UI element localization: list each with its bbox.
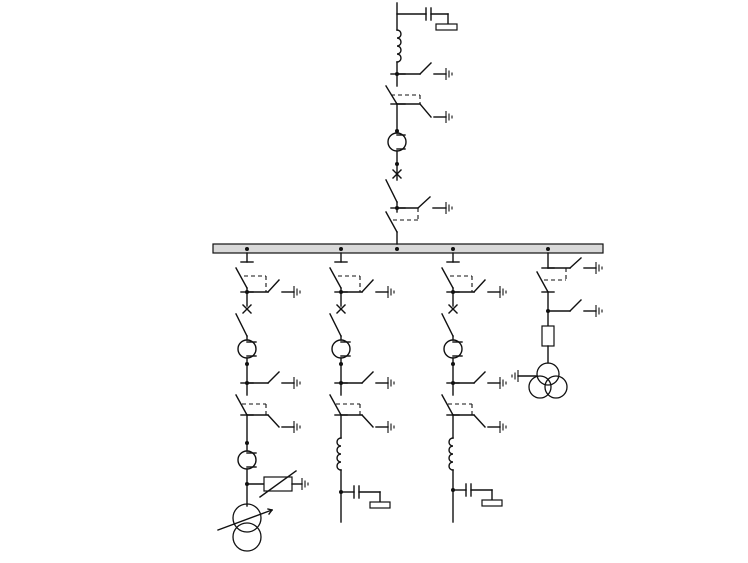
carrier-box	[481, 499, 503, 507]
fuse	[541, 325, 555, 347]
reactor-inductor	[448, 437, 454, 471]
feeder-bay-3	[441, 252, 507, 523]
feeder-bay-2	[329, 252, 395, 523]
regulating-transformer	[232, 503, 262, 533]
incoming-feeder	[385, 2, 458, 245]
carrier-box	[435, 23, 458, 31]
main-busbar	[212, 243, 604, 254]
reactor-inductor	[336, 437, 342, 471]
carrier-box	[369, 501, 391, 509]
feeder-bay-1	[217, 252, 309, 552]
line-trap-inductor	[396, 29, 402, 63]
aux-transformer-bay	[511, 252, 603, 399]
three-winding-transformer	[536, 362, 560, 386]
